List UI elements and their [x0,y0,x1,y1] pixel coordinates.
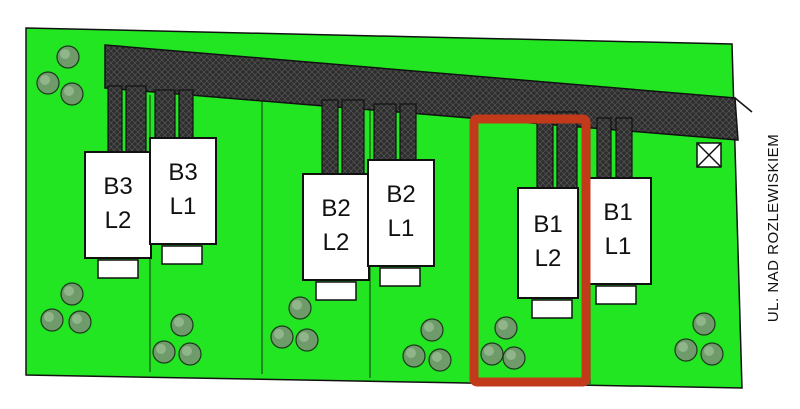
unit-b3-l1[interactable]: B3 L1 [149,137,217,265]
unit-b3-l2[interactable]: B3 L2 [84,151,152,279]
unit-label-line2: L1 [388,215,415,242]
unit-b2-l1[interactable]: B2 L1 [367,159,435,287]
unit-b1-l2[interactable]: B1 L2 [517,187,579,319]
unit-label-line1: B1 [603,199,632,226]
unit-label-line1: B3 [168,159,197,186]
highlight-frame [469,114,591,387]
unit-label-line1: B3 [103,173,132,200]
unit-label-line2: L2 [323,229,350,256]
unit-b1-l1[interactable]: B1 L1 [584,177,652,305]
unit-label-line2: L1 [605,233,632,260]
unit-label-line1: B2 [386,181,415,208]
unit-label-line1: B1 [533,211,562,238]
unit-label-line2: L1 [170,193,197,220]
utility-box-icon [696,142,722,168]
unit-label-line2: L2 [535,245,562,272]
unit-label-line2: L2 [105,207,132,234]
street-name-label: UL. NAD ROZLEWISKIEM [765,134,782,322]
unit-b2-l2[interactable]: B2 L2 [302,173,370,301]
unit-label-line1: B2 [321,195,350,222]
